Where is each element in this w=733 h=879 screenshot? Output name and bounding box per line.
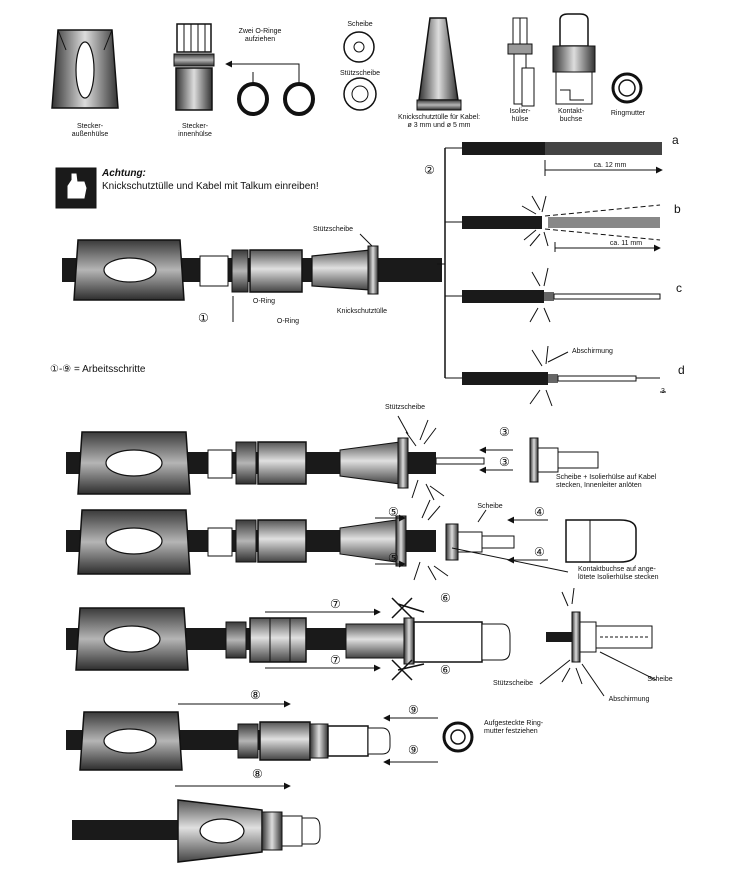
assembly-row-4 [66, 587, 653, 685]
part-washer [343, 31, 375, 63]
leader-lines [397, 415, 657, 697]
assembly3-note: Kontaktbuchse auf ange- lötete Isolierhü… [578, 566, 659, 581]
dim-d-label: 3 [661, 388, 665, 395]
assembly2-step-3b: ③ [499, 455, 510, 469]
label-support-washer: Stützscheibe [339, 70, 381, 77]
part-o-rings [225, 60, 315, 116]
assembly3-washer-label: Scheibe [477, 503, 503, 510]
part-ring-nut [611, 72, 643, 104]
assembly4-washer-label: Scheibe [647, 676, 673, 683]
label-insulating-sleeve: Isolier- hülse [509, 108, 531, 123]
cable-prep-bracket [437, 147, 462, 379]
assembly-row-5 [66, 700, 474, 790]
assembly1-o-ring-1: O-Ring [252, 298, 276, 305]
dim-b-label: ca. 11 mm [609, 240, 643, 247]
letter-c: c [676, 281, 682, 295]
assembly1-bend-relief-label: Knickschutztülle [336, 308, 388, 315]
assembly-row-1 [62, 233, 442, 322]
shield-label: Abschirmung [572, 348, 613, 355]
letter-d: d [678, 363, 685, 377]
assembly1-o-ring-2: O-Ring [276, 318, 300, 325]
letter-b: b [674, 202, 681, 216]
cable-prep-c [462, 267, 661, 323]
assembly4-shield-label: Abschirmung [608, 696, 650, 703]
assembly6-step-8: ⑧ [252, 767, 263, 781]
assembly4-support-washer-label: Stützscheibe [492, 680, 534, 687]
label-outer-sleeve: Stecker- außenhülse [71, 123, 109, 138]
assembly5-step-8: ⑧ [250, 688, 261, 702]
assembly2-support-washer-label: Stützscheibe [384, 404, 426, 411]
assembly4-step-7b: ⑦ [330, 653, 341, 667]
assembly4-step-6b: ⑥ [440, 663, 451, 677]
warning-hand-icon [55, 167, 97, 209]
assembly-row-3 [66, 499, 637, 581]
assembly-row-2 [66, 419, 599, 501]
cable-prep-b [462, 195, 661, 252]
label-ring-nut: Ringmutter [610, 110, 646, 117]
part-support-washer [343, 77, 377, 111]
assembly3-step-5b: ⑤ [388, 551, 399, 565]
assembly5-step-9a: ⑨ [408, 703, 419, 717]
cable-prep-d [462, 345, 666, 407]
assembly1-step-number: ① [198, 311, 209, 325]
warning-text: Knickschutztülle und Kabel mit Talkum ei… [102, 181, 319, 192]
part-outer-sleeve [51, 29, 119, 109]
assembly4-step-6a: ⑥ [440, 591, 451, 605]
cable-prep-step-number: ② [424, 163, 435, 177]
assembly1-support-washer-label: Stützscheibe [312, 226, 354, 233]
assembly-row-6 [72, 799, 321, 863]
part-inner-sleeve [173, 23, 215, 111]
assembly5-note: Aufgesteckte Ring- mutter festziehen [484, 720, 544, 735]
label-inner-sleeve: Stecker- innenhülse [178, 123, 212, 138]
assembly3-step-4b: ④ [534, 545, 545, 559]
part-insulating-sleeve [507, 17, 535, 107]
warning-title: Achtung: [102, 168, 146, 179]
assembly3-step-4a: ④ [534, 505, 545, 519]
assembly2-step-3a: ③ [499, 425, 510, 439]
label-bend-relief: Knickschutztülle für Kabel: ø 3 mm und ø… [397, 114, 481, 129]
assembly4-step-7a: ⑦ [330, 597, 341, 611]
dim-a-label: ca. 12 mm [593, 162, 627, 169]
assembly3-step-5a: ⑤ [388, 505, 399, 519]
steps-legend: ①-⑨ = Arbeitsschritte [50, 364, 146, 375]
assembly2-note: Scheibe + Isolierhülse auf Kabel stecken… [556, 474, 657, 489]
part-bend-relief [416, 17, 462, 111]
letter-a: a [672, 133, 679, 147]
label-contact-socket: Kontakt- buchse [557, 108, 585, 123]
part-contact-socket [552, 13, 596, 105]
cable-prep-a [462, 142, 663, 176]
assembly5-step-9b: ⑨ [408, 743, 419, 757]
label-washer: Scheibe [347, 21, 373, 28]
label-o-rings-note: Zwei O-Ringe aufziehen [238, 28, 282, 43]
